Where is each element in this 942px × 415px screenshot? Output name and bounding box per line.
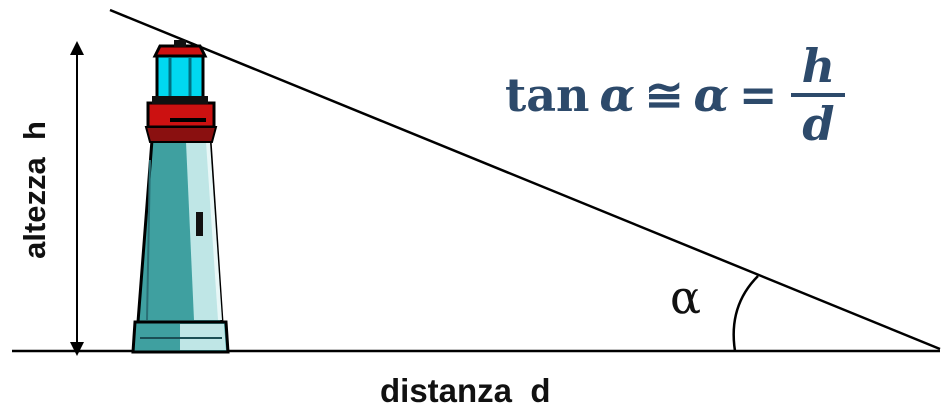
fraction-bar — [791, 93, 846, 97]
tan-text: tan — [505, 68, 590, 122]
sight-line — [109, 8, 941, 351]
height-label: altezza h — [17, 121, 52, 259]
fraction-denominator: d — [802, 97, 835, 151]
approx-symbol: ≅ — [644, 68, 684, 122]
fraction-numerator: h — [801, 39, 836, 93]
distance-label: distanza d — [380, 372, 551, 409]
angle-arc — [732, 275, 759, 352]
fraction-h-over-d: h d — [791, 39, 846, 151]
angle-label: α — [670, 270, 702, 324]
equals-symbol: = — [738, 68, 778, 122]
lighthouse-illustration — [131, 40, 230, 354]
alpha-symbol: α — [693, 68, 729, 122]
tangent-formula: tan α ≅ α = h d — [505, 30, 846, 160]
alpha-symbol: α — [599, 68, 635, 122]
